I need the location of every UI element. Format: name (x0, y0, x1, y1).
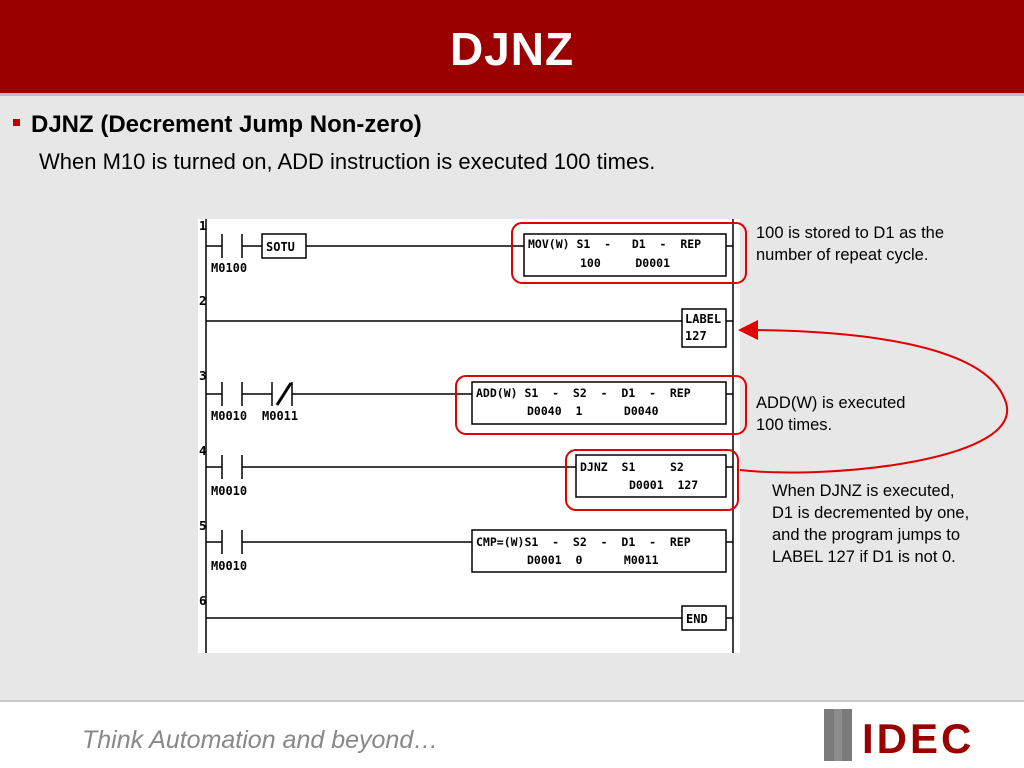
djnz-instruction-box (575, 454, 727, 498)
instruction-header: END (686, 612, 708, 626)
bullet-icon (13, 119, 20, 126)
note-djnz-behavior: When DJNZ is executed, D1 is decremented… (772, 482, 970, 566)
contact-label: M0100 (211, 261, 247, 275)
add-instruction-box (471, 381, 727, 425)
rung-number: 6 (199, 593, 207, 608)
rung-number: 1 (199, 219, 207, 233)
highlight-djnz (565, 449, 739, 511)
idec-logo: IDEC (824, 709, 974, 762)
footer (0, 702, 1024, 768)
highlight-mov (511, 222, 747, 284)
instruction-header: CMP=(W)S1 - S2 - D1 - REP (476, 535, 691, 549)
cmp-instruction-box (471, 529, 727, 573)
instruction-args: 127 (685, 329, 707, 343)
logo-bar-icon (824, 709, 852, 761)
section-heading: DJNZ (Decrement Jump Non-zero) (31, 111, 422, 138)
contact-label: M0011 (262, 409, 298, 423)
slide-title: DJNZ (449, 22, 575, 75)
rung-number: 4 (199, 443, 207, 458)
label-instruction-box (681, 308, 727, 348)
instruction-args: 100 D0001 (580, 256, 670, 270)
section-subheading: When M10 is turned on, ADD instruction i… (39, 149, 656, 174)
contact-label: M0010 (211, 409, 247, 423)
mov-instruction-box (523, 233, 727, 277)
coil-label: SOTU (266, 240, 295, 254)
rung-number: 5 (199, 518, 207, 533)
instruction-header: ADD(W) S1 - S2 - D1 - REP (476, 386, 691, 400)
instruction-header: LABEL (685, 312, 721, 326)
footer-divider (0, 700, 1024, 702)
instruction-header: MOV(W) S1 - D1 - REP (528, 237, 701, 251)
rung-number: 2 (199, 293, 207, 308)
title-bar: DJNZ (0, 0, 1024, 93)
logo-text: IDEC (862, 715, 974, 762)
instruction-args: D0001 0 M0011 (527, 553, 659, 567)
note-add-executed: ADD(W) is executed 100 times. (756, 394, 906, 434)
note-repeat-count: 100 is stored to D1 as the number of rep… (756, 224, 945, 264)
ladder-diagram: 1 2 3 4 5 6 M0100 M0010 M0011 M0010 M001… (198, 219, 740, 653)
instruction-header: DJNZ S1 S2 (580, 460, 684, 474)
instruction-args: D0040 1 D0040 (527, 404, 659, 418)
rung-number: 3 (199, 368, 207, 383)
title-divider (0, 93, 1024, 96)
highlight-add (455, 375, 747, 435)
instruction-args: D0001 127 (629, 478, 698, 492)
contact-label: M0010 (211, 559, 247, 573)
contact-label: M0010 (211, 484, 247, 498)
footer-tagline: Think Automation and beyond… (82, 726, 439, 754)
jump-arrow (738, 320, 1009, 474)
